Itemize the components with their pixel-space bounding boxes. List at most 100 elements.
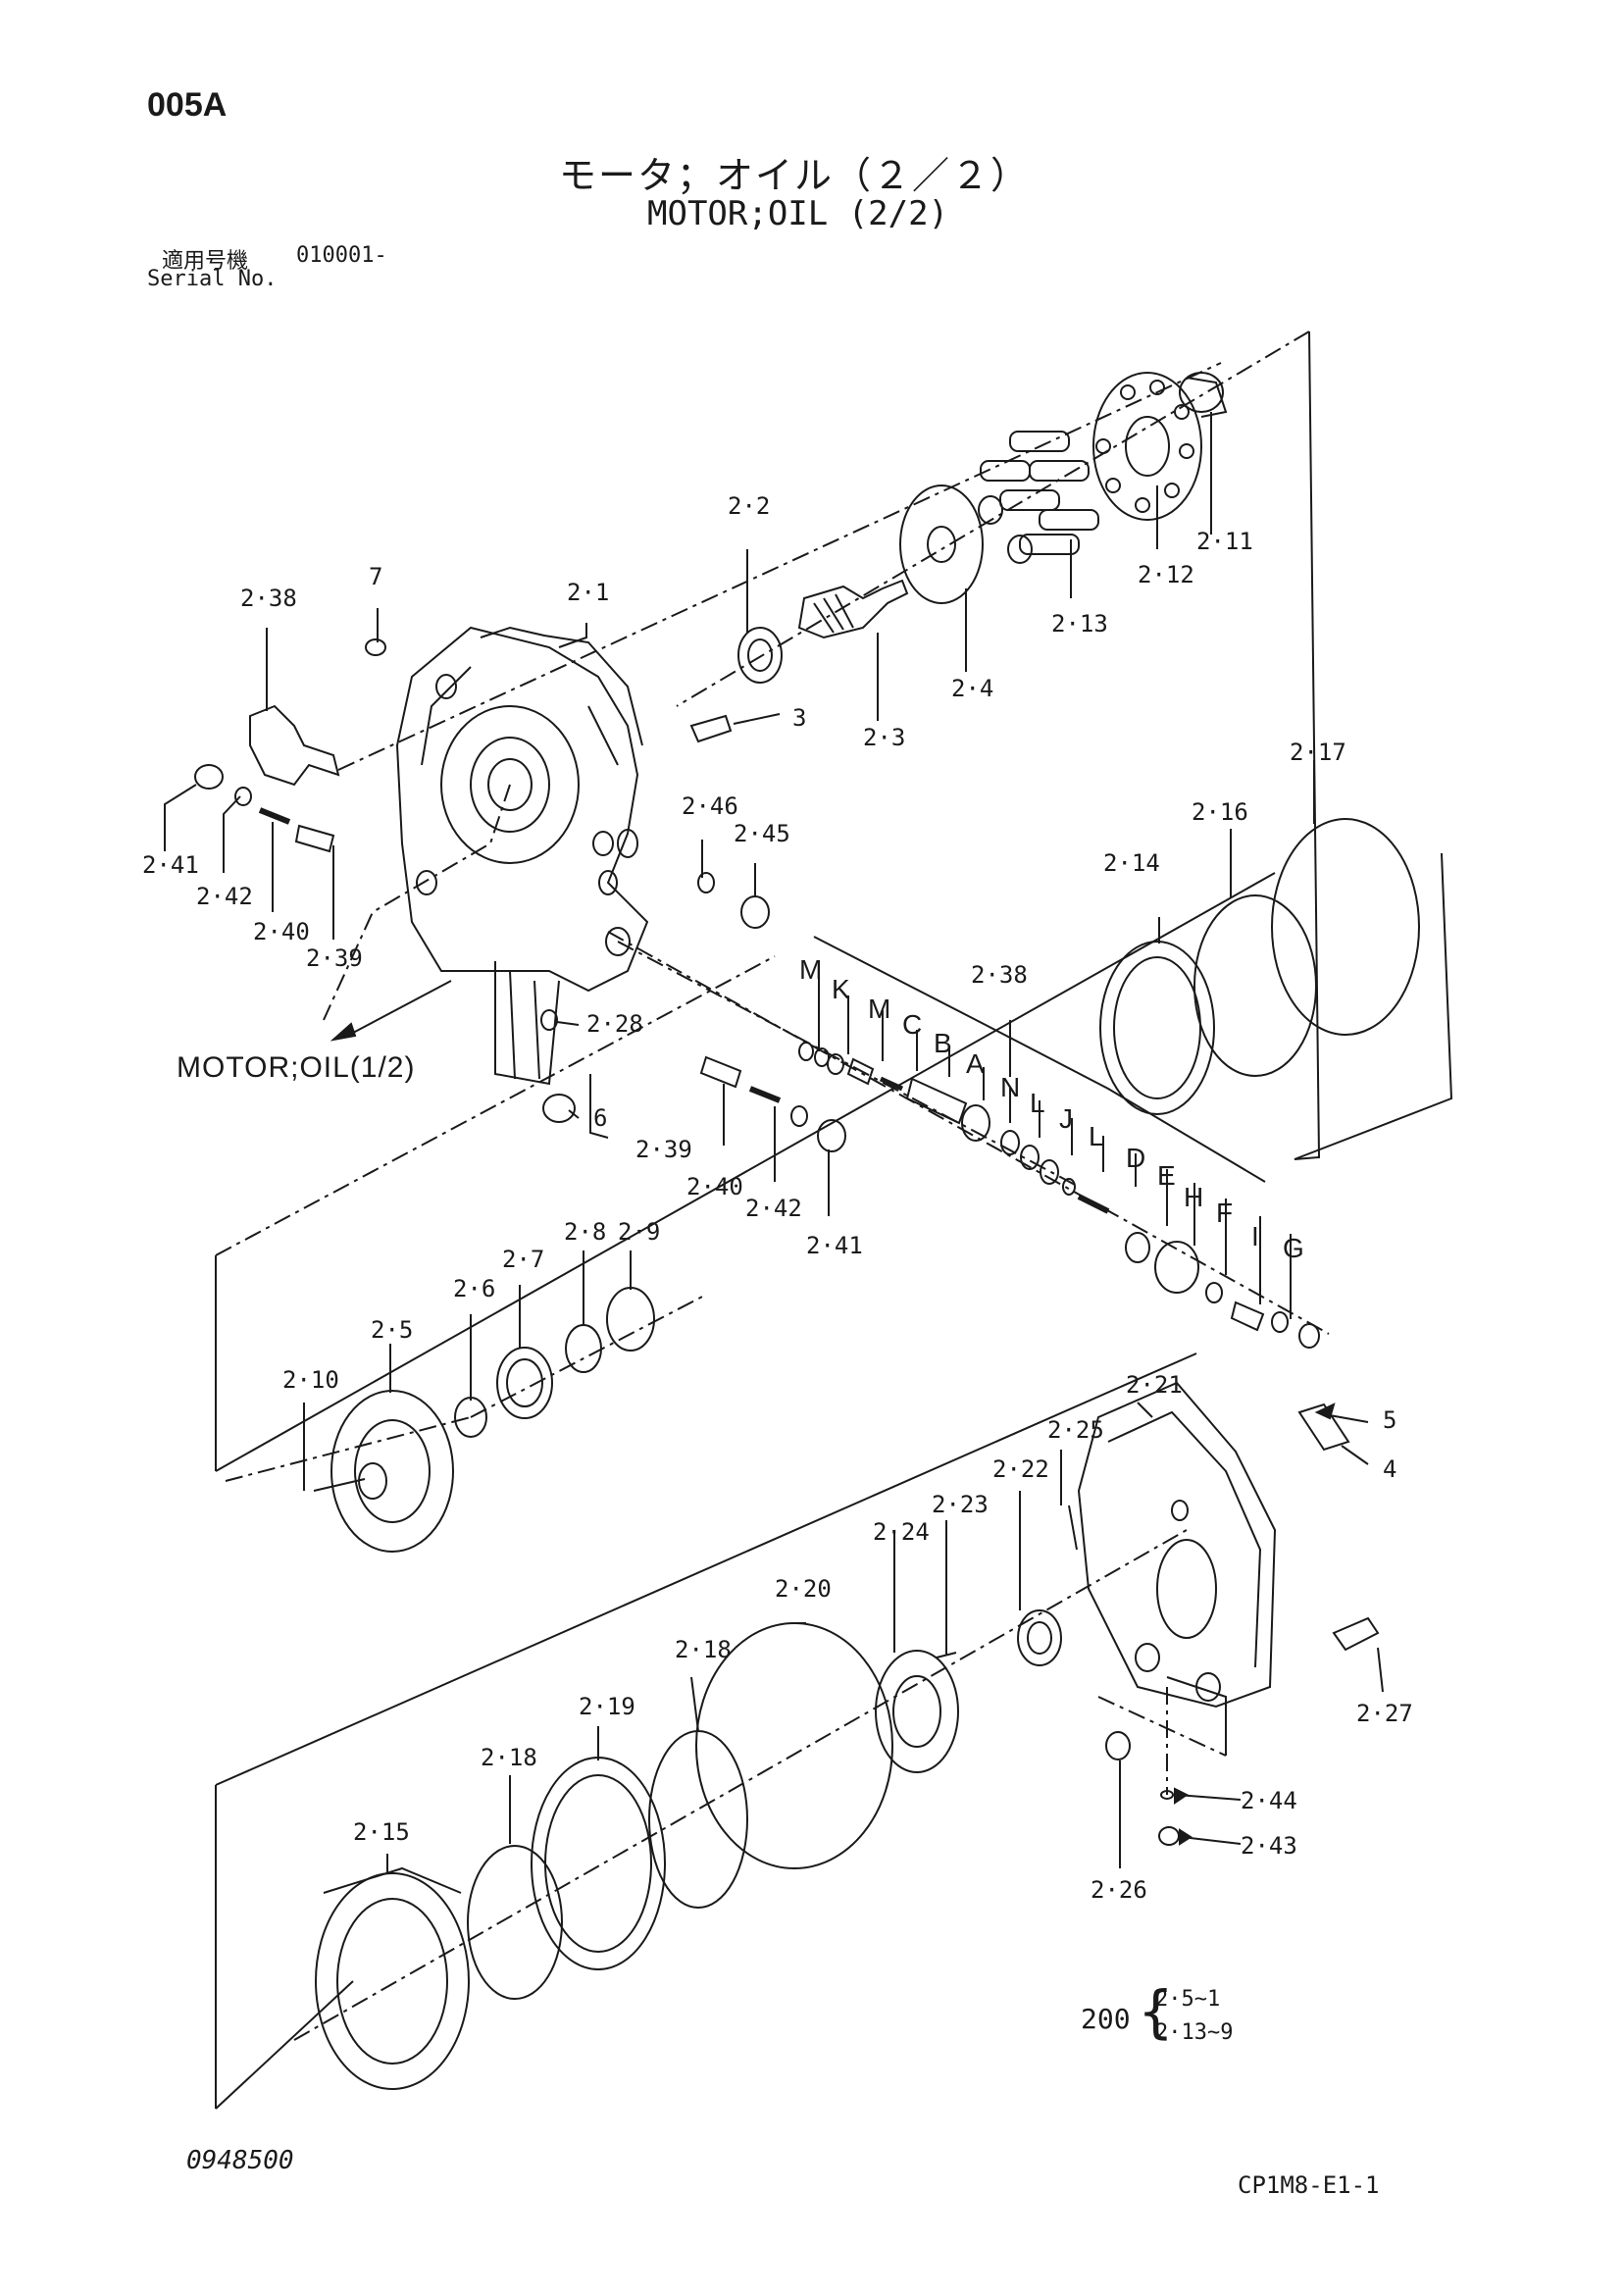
drawing-element	[814, 1047, 830, 1067]
part-label: 7	[369, 563, 382, 590]
pin-2-28	[540, 1009, 558, 1031]
part-label: 2·39	[635, 1136, 692, 1163]
drawing-element	[1176, 1794, 1242, 1801]
housing-bore-core	[487, 758, 533, 811]
gear-2-5-hub	[354, 1419, 431, 1523]
arrow-head	[1314, 1403, 1336, 1420]
housing-port	[598, 870, 618, 895]
kit-quantity: 200	[1081, 2003, 1131, 2035]
housing-2-15-bore	[336, 1898, 448, 2065]
cover-2-21-rim	[1107, 1410, 1262, 1668]
drawing-element	[1095, 438, 1111, 454]
drawing-element	[1040, 1159, 1059, 1185]
part-label: 2·20	[775, 1575, 832, 1603]
cover-2-21-port	[1156, 1539, 1217, 1639]
letter-label: L	[1089, 1121, 1104, 1151]
housing-stem	[494, 961, 560, 1086]
part-label: 2·19	[579, 1693, 635, 1720]
drawing-element	[1097, 1696, 1227, 1757]
cross-reference-label: MOTOR;OIL(1/2)	[177, 1051, 415, 1084]
arrow-head	[330, 1022, 357, 1042]
housing-2-15-rim	[323, 1866, 462, 1894]
plug-2-43	[1158, 1826, 1180, 1846]
drawing-element	[1135, 497, 1150, 513]
ring-2-18b	[467, 1845, 563, 2000]
seal-2-14-inner	[1113, 956, 1201, 1099]
letter-label: M	[799, 954, 822, 985]
drawing-element	[1125, 1232, 1150, 1263]
pin-2-10	[313, 1478, 366, 1492]
drawing-element	[798, 1042, 814, 1061]
plate-2-24	[875, 1650, 959, 1773]
drawing-element	[1179, 443, 1194, 459]
drawing-element	[999, 489, 1060, 511]
drawing-element	[1009, 431, 1070, 452]
page-code: 005A	[147, 86, 228, 124]
frame-line	[215, 1352, 1197, 1786]
drawing-element	[589, 1074, 609, 1139]
drawing-element	[1120, 384, 1136, 400]
drawing-element	[1007, 535, 1033, 564]
drawing-element	[1230, 1301, 1265, 1332]
drawing-element	[1062, 1178, 1076, 1196]
drawing-element	[470, 1294, 707, 1418]
drawing-element	[1154, 1241, 1199, 1294]
plug-2-45	[740, 895, 770, 929]
frame-line	[215, 872, 1276, 1472]
housing-outline	[395, 626, 649, 993]
part-label: 2·43	[1241, 1832, 1297, 1860]
leader-lines	[164, 412, 1384, 1873]
drawing-element	[1341, 1445, 1369, 1465]
spring-2-40b	[748, 1086, 782, 1103]
nameplate-5-4	[1297, 1403, 1350, 1452]
part-label: 2·41	[142, 851, 199, 879]
letter-label: A	[966, 1048, 985, 1079]
part-label: 2·8	[564, 1218, 606, 1246]
serial-label-japanese: 適用号機	[162, 249, 249, 274]
part-label: 2·10	[282, 1366, 339, 1394]
plug-6	[542, 1094, 576, 1123]
drawing-element	[1039, 509, 1099, 531]
letter-label: E	[1157, 1160, 1176, 1191]
plug-2-41b	[817, 1119, 846, 1152]
drawing-element	[225, 1416, 472, 1482]
part-label-group: 2·1 2·2 2·3 2·4 2·5 2·6 2·7 2·8 2·9 2·10…	[142, 492, 1413, 1904]
bolt-3	[689, 714, 733, 743]
cover-2-21-hole	[1171, 1500, 1189, 1521]
drawing-element	[1020, 1145, 1040, 1170]
housing-bore-outer	[440, 705, 580, 864]
spring-2-7-inner	[506, 1358, 543, 1407]
part-label: 2·12	[1138, 561, 1194, 588]
bolt-2-27	[1332, 1616, 1380, 1652]
kit-line-1: 2·5~1	[1155, 1987, 1221, 2012]
plate-2-12-center	[1125, 416, 1170, 477]
shaft-2-3	[797, 579, 909, 639]
part-label: 3	[792, 704, 806, 732]
letter-label: B	[934, 1028, 952, 1058]
housing-bolt-hole	[592, 831, 614, 856]
part-label: 2·44	[1241, 1787, 1297, 1814]
part-label: 2·3	[863, 724, 905, 751]
arrow-head	[1174, 1787, 1189, 1805]
part-label: 2·11	[1196, 528, 1253, 555]
housing-bolt-hole	[416, 870, 437, 895]
letter-label: I	[1251, 1221, 1259, 1251]
drawing-element	[1149, 380, 1165, 395]
part-label: 2·27	[1356, 1700, 1413, 1727]
title-english: MOTOR;OIL (2/2)	[647, 194, 949, 233]
drawing-element	[337, 362, 1222, 771]
letter-label: J	[1059, 1103, 1073, 1134]
frame-line	[215, 955, 776, 1256]
drawing-element	[1105, 478, 1121, 493]
drawing-element	[1174, 404, 1190, 420]
plug-7	[365, 638, 386, 656]
drawing-element	[1029, 460, 1090, 482]
drawing-element	[1377, 1647, 1384, 1693]
oring-2-17	[1271, 818, 1420, 1036]
kit-brace: {	[1138, 1978, 1174, 2045]
housing-bore-inner	[470, 737, 550, 833]
drawing-element	[1298, 1323, 1320, 1349]
part-label: 2·42	[745, 1195, 802, 1222]
part-label: 2·21	[1126, 1371, 1183, 1399]
